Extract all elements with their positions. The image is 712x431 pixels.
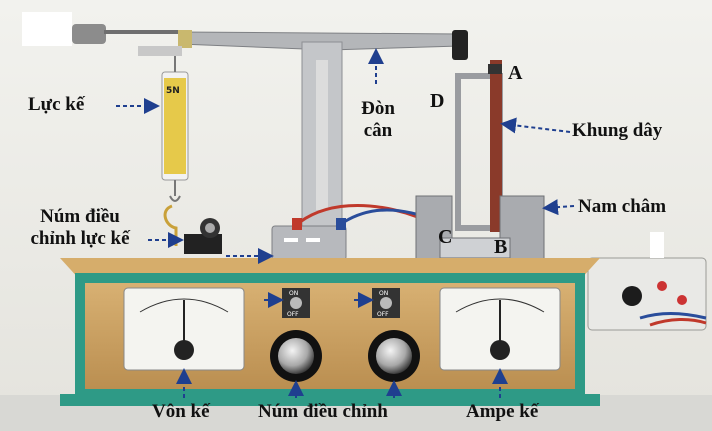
ammeter <box>439 287 561 371</box>
corner-d: D <box>430 90 445 112</box>
left-adjust-knob <box>270 330 322 382</box>
pointer-arrows <box>116 48 575 398</box>
arrow-nam-cham <box>542 199 575 216</box>
label-don-can-line1: Đòn <box>361 98 395 119</box>
label-von-ke: Vôn kế <box>152 401 210 422</box>
label-num-dieu-chinh-luc-ke-line2: chỉnh lực kế <box>30 228 130 249</box>
right-switch-off-text: OFF <box>377 311 389 318</box>
left-switch-off-text: OFF <box>287 311 299 318</box>
corner-b: B <box>494 236 508 258</box>
left-switch <box>282 288 310 318</box>
label-num-dieu-chinh-luc-ke: Núm điều chỉnh lực kế <box>12 206 148 250</box>
label-num-dieu-chinh: Núm điều chỉnh <box>258 401 388 422</box>
label-num-dieu-chinh-luc-ke-line1: Núm điều <box>40 206 120 227</box>
label-nam-cham: Nam châm <box>578 196 667 217</box>
right-switch <box>372 288 400 318</box>
white-patch <box>22 12 72 46</box>
spring-scale <box>161 56 189 246</box>
corner-c: C <box>438 226 453 248</box>
label-don-can-line2: cân <box>363 120 393 141</box>
right-adjust-knob <box>368 330 420 382</box>
power-supply <box>587 232 707 331</box>
label-don-can: Đòn cân <box>350 98 406 142</box>
right-switch-on-text: ON <box>379 290 389 297</box>
corner-a: A <box>508 62 523 84</box>
label-luc-ke: Lực kế <box>28 94 85 115</box>
label-ampe-ke: Ampe kế <box>466 401 539 422</box>
label-khung-day: Khung dây <box>572 120 663 141</box>
balance-beam <box>72 24 468 60</box>
wire-frame <box>455 60 503 232</box>
spring-adjust-knob <box>184 218 222 254</box>
voltmeter <box>123 287 245 371</box>
spring-scale-logo: 5N <box>166 86 180 96</box>
left-switch-on-text: ON <box>289 290 299 297</box>
magnets <box>415 195 545 261</box>
